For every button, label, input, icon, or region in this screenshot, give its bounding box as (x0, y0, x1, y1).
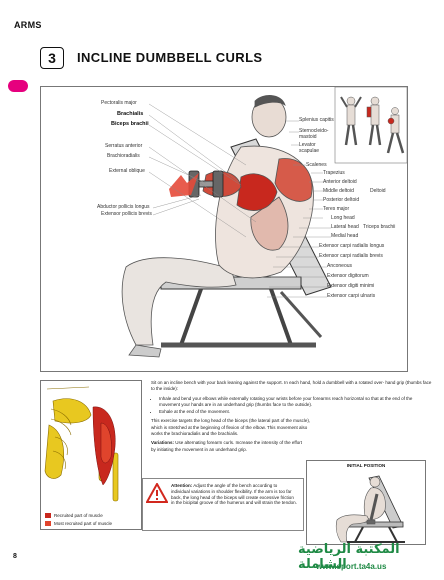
label-brachioradialis: Brachioradialis (107, 153, 140, 159)
watermark-arabic: المكتبة الرياضية الشاملة (298, 542, 400, 572)
label-triceps-brachii: Triceps brachii (363, 224, 396, 230)
label-posterior-deltoid: Posterior deltoid (323, 197, 360, 203)
variations-text: Use alternating forearm curls. Increase … (151, 440, 302, 452)
label-extensor-carpi-radialis-longus: Extensor carpi radialis longus (319, 243, 385, 249)
main-illustration: Pectoralis major Brachialis Biceps brach… (40, 86, 408, 372)
label-brachialis: Brachialis (117, 111, 144, 117)
label-anterior-deltoid: Anterior deltoid (323, 179, 357, 185)
label-splenius-capitis: Splenius capitis (299, 117, 334, 123)
muscle-detail-box: Recruited part of muscle Most recruited … (40, 380, 142, 530)
label-anconeous: Anconeous (327, 263, 353, 269)
label-levator-scapulae: Levator scapulae (299, 142, 320, 154)
label-pectoralis-major: Pectoralis major (101, 100, 137, 106)
reference-figures-thumbnail (334, 87, 407, 164)
instructions-paragraph: This exercise targets the long head of t… (151, 418, 311, 437)
legend-recruited-label: Recruited part of muscle (54, 513, 103, 518)
warning-icon (146, 483, 168, 503)
exercise-number: 3 (40, 47, 64, 69)
legend-recruited: Recruited part of muscle (45, 513, 103, 518)
attention-text: Adjust the angle of the bench according … (171, 483, 297, 506)
variations-paragraph: Variations: Use alternating forearm curl… (151, 440, 306, 453)
label-middle-deltoid: Middle deltoid (323, 188, 354, 194)
legend-most-label: Most recruited part of muscle (54, 521, 113, 526)
legend-most-recruited: Most recruited part of muscle (45, 521, 112, 526)
label-teres-major: Teres major (323, 206, 350, 212)
label-scalenes: Scalenes (306, 162, 327, 168)
legend-swatch-most (45, 521, 51, 526)
label-biceps-brachii: Biceps brachii (111, 121, 149, 127)
watermark-url: www.sport.ta4a.us (316, 562, 387, 571)
instructions-steps: Inhale and bend your elbows while extern… (151, 396, 433, 416)
label-trapezius: Trapezius (323, 170, 345, 176)
label-medial-head: Medial head (331, 233, 359, 239)
accent-tab (8, 80, 28, 92)
label-extensor-digiti-minimi: Extensor digiti minimi (327, 283, 375, 289)
variations-label: Variations: (151, 440, 175, 446)
arm-skeleton-figure (44, 386, 119, 502)
label-long-head: Long head (331, 215, 355, 221)
page-number: 8 (13, 553, 17, 560)
label-extensor-digitorum: Extensor digitorum (327, 273, 369, 279)
label-deltoid: Deltoid (370, 188, 386, 194)
label-serratus-anterior: Serratus anterior (105, 143, 143, 149)
label-extensor-pollicis-brevis: Extensor pollicis brevis (101, 211, 152, 217)
instructions-text: Sit on an incline bench with your back l… (151, 380, 433, 456)
legend-swatch-recruited (45, 513, 51, 518)
instruction-step: Exhale at the end of the movement. (159, 409, 433, 415)
label-extensor-carpi-radialis-brevis: Extensor carpi radialis brevis (319, 253, 383, 259)
initial-position-box: INITIAL POSITION (306, 460, 426, 545)
label-external-oblique: External oblique (109, 168, 145, 174)
label-sternocleidomastoid: Sternocleido-mastoid (299, 128, 329, 140)
exercise-title: INCLINE DUMBBELL CURLS (77, 50, 263, 65)
initial-position-title: INITIAL POSITION (346, 463, 386, 468)
initial-position-figure (335, 475, 405, 543)
label-extensor-carpi-ulnaris: Extensor carpi ulnaris (327, 293, 376, 299)
label-abductor-pollicis-longus: Abductor pollicis longus (97, 204, 150, 210)
section-tag: ARMS (14, 20, 42, 30)
attention-label: Attention: (171, 483, 193, 488)
instructions-intro: Sit on an incline bench with your back l… (151, 380, 432, 392)
label-lateral-head: Lateral head (331, 224, 359, 230)
instruction-step: Inhale and bend your elbows while extern… (159, 396, 433, 409)
attention-box: Attention: Adjust the angle of the bench… (142, 478, 304, 531)
anatomy-figure (121, 87, 407, 358)
attention-paragraph: Attention: Adjust the angle of the bench… (171, 483, 297, 506)
